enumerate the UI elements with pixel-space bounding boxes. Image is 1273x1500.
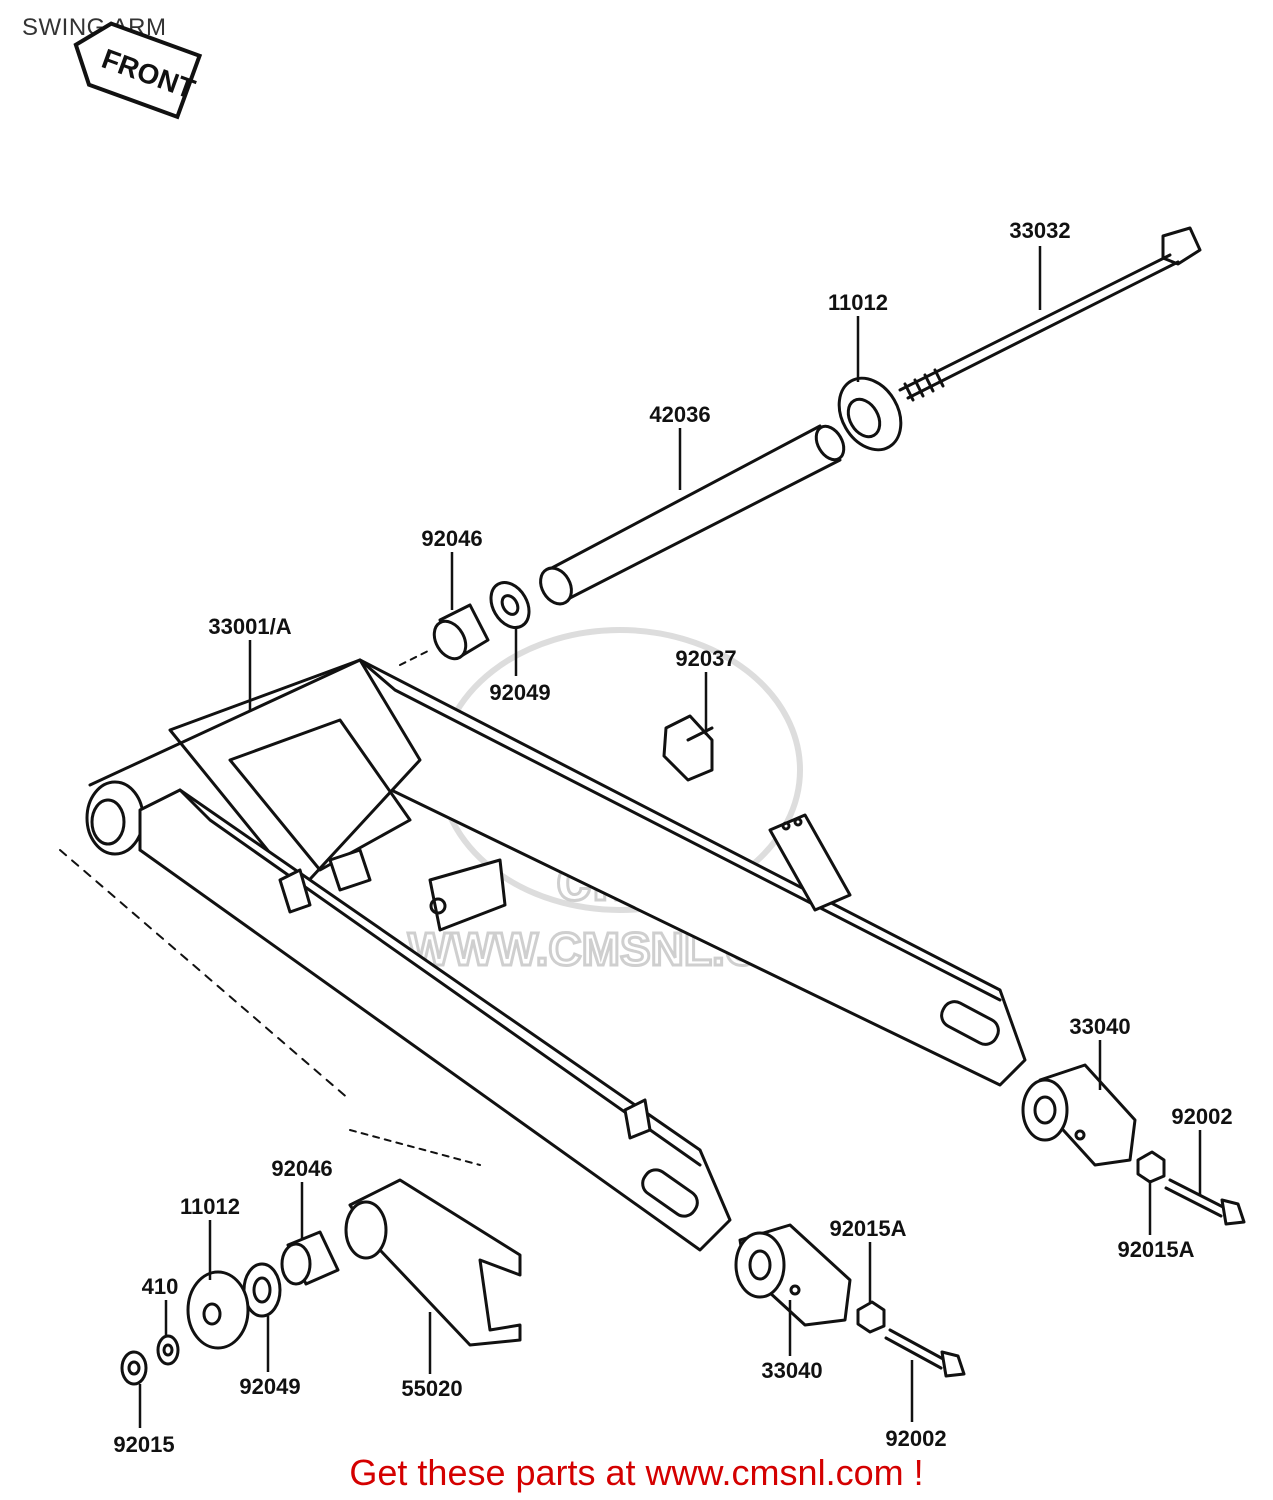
nut-92015 <box>120 1350 148 1386</box>
label-410: 410 <box>142 1274 179 1299</box>
label-92015: 92015 <box>113 1432 174 1457</box>
label-92049-top: 92049 <box>489 680 550 705</box>
bushing-92046-bottom <box>280 1230 340 1286</box>
washer-410 <box>156 1334 180 1366</box>
label-92015A-bottom: 92015A <box>829 1216 906 1241</box>
centerline-dashed <box>59 849 351 1101</box>
leader-lines <box>138 246 1202 1428</box>
label-92002-bottom: 92002 <box>885 1426 946 1451</box>
label-33040-bottom: 33040 <box>761 1358 822 1383</box>
label-11012-top: 11012 <box>828 290 888 315</box>
oil-seal-11012-bottom <box>186 1270 250 1350</box>
swing-arm-33001 <box>85 658 1027 1252</box>
part-labels: 33032 11012 42036 92046 92049 33001/A 92… <box>113 218 1232 1457</box>
bolt-92002-right <box>1164 1178 1246 1226</box>
label-11012-bottom: 11012 <box>180 1194 240 1219</box>
label-92046-top: 92046 <box>421 526 482 551</box>
front-direction-arrow: FRONT <box>73 21 203 120</box>
chain-guide-55020 <box>344 1178 522 1347</box>
alignment-line-top <box>399 649 431 666</box>
pivot-shaft-33032 <box>898 226 1202 402</box>
chain-adjuster-33040-right <box>1021 1063 1137 1167</box>
label-92002-right: 92002 <box>1171 1104 1232 1129</box>
label-92049-bottom: 92049 <box>239 1374 300 1399</box>
bushing-92046-top <box>432 603 490 661</box>
nut-92015A-right <box>1136 1150 1166 1184</box>
alignment-line-bottom <box>349 1129 481 1166</box>
label-33040-right: 33040 <box>1069 1014 1130 1039</box>
label-33001A: 33001/A <box>208 614 291 639</box>
bolt-92002-bottom <box>884 1328 966 1378</box>
clamp-92037 <box>662 714 714 782</box>
label-92015A-right: 92015A <box>1117 1237 1194 1262</box>
label-92037: 92037 <box>675 646 736 671</box>
nut-92015A-bottom <box>856 1300 886 1334</box>
chain-adjuster-33040-bottom <box>734 1223 852 1327</box>
label-55020: 55020 <box>401 1376 462 1401</box>
oil-seal-11012-top <box>837 376 903 452</box>
cmsnl-parts-link[interactable]: Get these parts at www.cmsnl.com ! <box>349 1452 924 1493</box>
label-42036: 42036 <box>649 402 710 427</box>
label-92046-bottom: 92046 <box>271 1156 332 1181</box>
sleeve-42036 <box>539 424 846 606</box>
label-33032: 33032 <box>1009 218 1070 243</box>
bearing-92049-top <box>489 581 531 629</box>
